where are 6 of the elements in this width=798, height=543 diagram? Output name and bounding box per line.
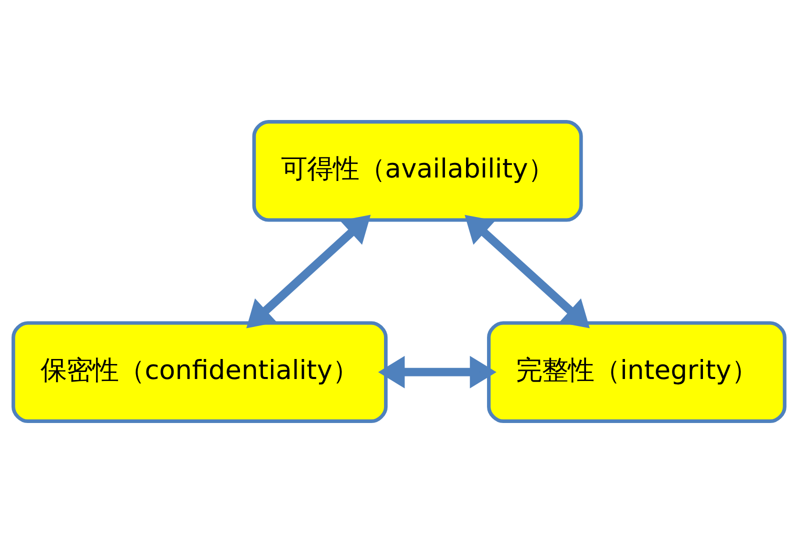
node-box: 保密性（confidentiality） bbox=[12, 321, 388, 423]
node-box: 可得性（availability） bbox=[252, 120, 583, 222]
arrow bbox=[246, 214, 371, 328]
arrow bbox=[464, 214, 590, 328]
node-box: 完整性（integrity） bbox=[487, 321, 786, 423]
arrow bbox=[378, 356, 496, 388]
